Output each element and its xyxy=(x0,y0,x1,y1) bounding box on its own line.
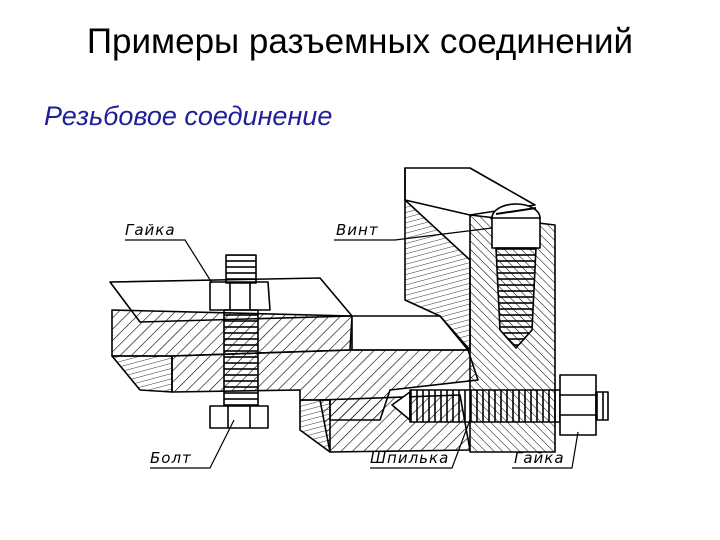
label-nut-bottom: Гайка xyxy=(514,449,565,467)
screw-shank xyxy=(495,247,537,349)
top-plate-underside xyxy=(111,355,173,393)
leader-screw xyxy=(334,227,493,241)
stud-nut xyxy=(559,374,597,436)
base-bottom-side xyxy=(299,399,331,453)
label-nut-top: Гайка xyxy=(125,221,176,239)
leader-nut-bottom xyxy=(512,431,579,469)
label-screw: Винт xyxy=(336,221,379,239)
bolt-thread-top xyxy=(225,254,257,284)
stud-end xyxy=(595,391,609,421)
bolt-nut xyxy=(209,281,271,311)
bolt-head xyxy=(209,405,269,429)
stud-shank xyxy=(409,389,561,423)
screw-head-cylinder xyxy=(491,217,541,249)
threaded-joint-drawing: Гайка Винт Болт Шпилька Гайка xyxy=(109,167,609,469)
bolt-shank xyxy=(223,309,259,407)
leader-stud xyxy=(370,419,471,469)
leader-nut-top xyxy=(125,239,213,284)
label-bolt: Болт xyxy=(150,449,192,467)
leader-bolt xyxy=(150,419,235,469)
slide-title: Примеры разъемных соединений xyxy=(86,22,634,61)
label-stud: Шпилька xyxy=(370,449,449,467)
slide-subtitle: Резьбовое соединение xyxy=(44,101,333,131)
